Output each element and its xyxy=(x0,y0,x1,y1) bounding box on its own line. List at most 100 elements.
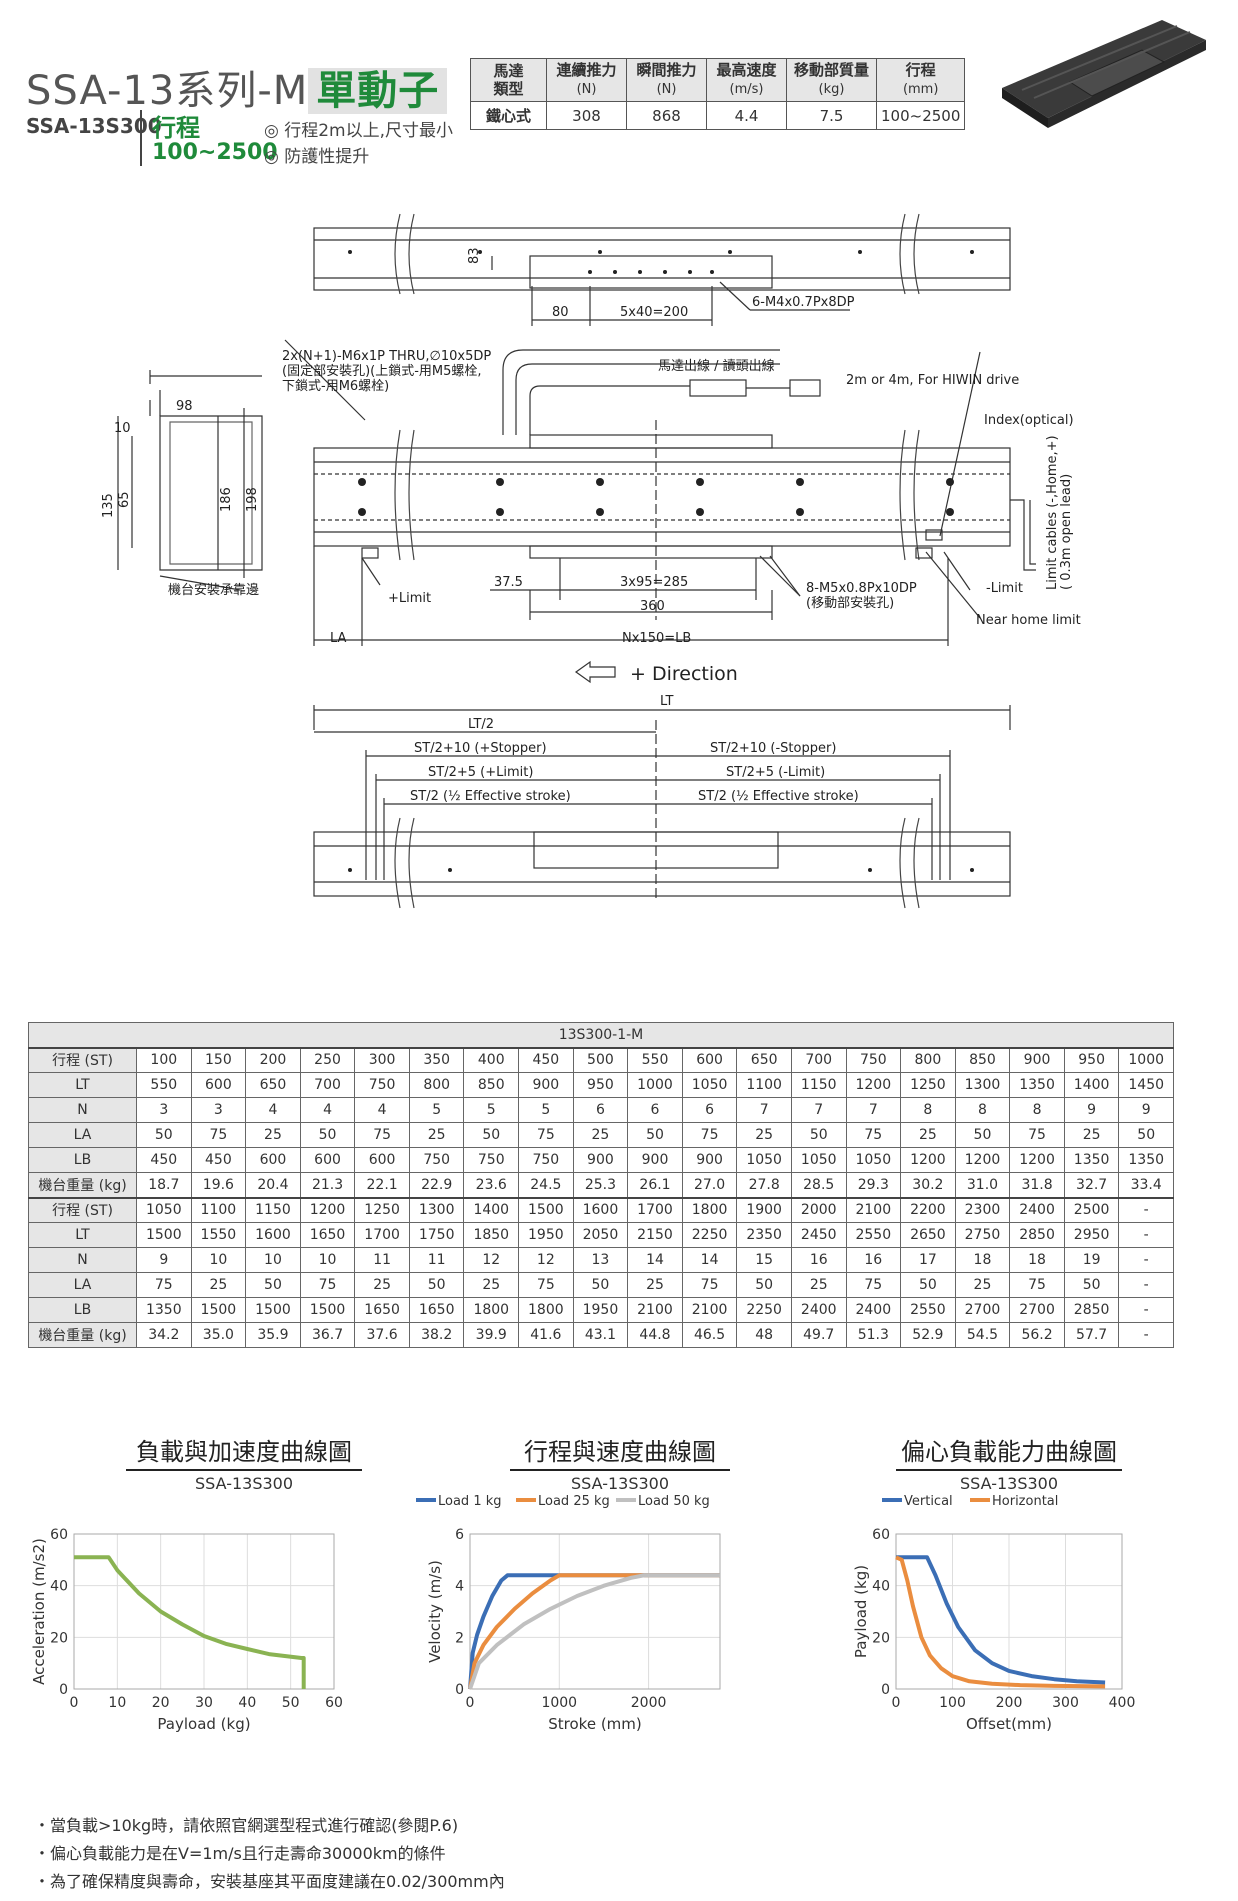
table-cell: 2000 xyxy=(790,1196,847,1223)
table-cell: 52.9 xyxy=(900,1322,956,1348)
table-cell: 1650 xyxy=(354,1297,410,1323)
table-cell: 75 xyxy=(1009,1122,1065,1148)
row-label: N xyxy=(28,1247,137,1273)
series-line xyxy=(896,1555,1106,1685)
table-cell: 7 xyxy=(845,1097,902,1123)
table-cell: 50 xyxy=(1063,1272,1120,1298)
table-cell: 1950 xyxy=(518,1222,574,1248)
table-cell: 1200 xyxy=(299,1196,356,1223)
effective-minus: ST/2 (½ Effective stroke) xyxy=(698,789,859,804)
table-cell: 650 xyxy=(736,1046,792,1073)
table-cell: 7 xyxy=(790,1097,847,1123)
table-cell: 7 xyxy=(736,1097,792,1123)
table-cell: 1700 xyxy=(354,1222,410,1248)
chart-velocity-subtitle: SSA-13S300 xyxy=(570,1474,670,1493)
table-cell: 1000 xyxy=(1118,1046,1174,1073)
table-cell: 600 xyxy=(245,1147,301,1173)
dim-lt: LT xyxy=(660,694,673,709)
table-cell: 1850 xyxy=(463,1222,520,1248)
table-cell: 800 xyxy=(408,1072,465,1098)
y-tick-label: 40 xyxy=(50,1579,68,1595)
dim-65: 65 xyxy=(117,491,132,508)
table-cell: 800 xyxy=(900,1046,956,1073)
table-cell: 1350 xyxy=(1118,1147,1174,1173)
table-cell: 650 xyxy=(245,1072,301,1098)
table-cell: 450 xyxy=(136,1147,192,1173)
table-cell: 54.5 xyxy=(954,1322,1011,1348)
table-cell: 16 xyxy=(790,1247,847,1273)
table-cell: 75 xyxy=(518,1272,574,1298)
dim-3x95: 3x95=285 xyxy=(620,575,688,590)
table-cell: - xyxy=(1118,1247,1174,1273)
row-label: LT xyxy=(28,1222,137,1248)
x-tick-label: 40 xyxy=(238,1695,256,1711)
table-cell: 250 xyxy=(299,1046,356,1073)
table-cell: 1500 xyxy=(245,1297,301,1323)
table-cell: 1650 xyxy=(408,1297,465,1323)
y-tick-label: 2 xyxy=(455,1630,464,1646)
table-cell: 2450 xyxy=(790,1222,847,1248)
series-line xyxy=(468,1573,720,1690)
plus-limit-label: +Limit xyxy=(388,591,431,606)
row-label: LB xyxy=(28,1147,137,1173)
table-cell: 100 xyxy=(136,1046,192,1073)
table-cell: 20.4 xyxy=(245,1172,301,1198)
table-cell: 75 xyxy=(190,1122,247,1148)
x-tick-label: 1000 xyxy=(541,1695,577,1711)
table-cell: 25 xyxy=(954,1272,1011,1298)
table-cell: 27.0 xyxy=(681,1172,738,1198)
table-cell: 11 xyxy=(408,1247,465,1273)
table-cell: 1150 xyxy=(790,1072,847,1098)
table-cell: 1100 xyxy=(190,1196,247,1223)
table-cell: 14 xyxy=(627,1247,683,1273)
table-cell: 2350 xyxy=(736,1222,792,1248)
table-cell: 75 xyxy=(299,1272,356,1298)
table-cell: 2850 xyxy=(1009,1222,1065,1248)
table-cell: 25 xyxy=(627,1272,683,1298)
table-cell: 41.6 xyxy=(518,1322,574,1348)
chart-accel-title: 負載與加速度曲線圖 xyxy=(126,1432,362,1471)
table-cell: 50 xyxy=(299,1122,356,1148)
table-cell: 1150 xyxy=(245,1196,301,1223)
table-cell: 1050 xyxy=(136,1196,192,1223)
legend-label: Horizontal xyxy=(992,1494,1058,1509)
chart-offset-subtitle: SSA-13S300 xyxy=(959,1474,1059,1493)
table-cell: 2750 xyxy=(954,1222,1011,1248)
table-cell: 8 xyxy=(900,1097,956,1123)
table-cell: 44.8 xyxy=(627,1322,683,1348)
table-cell: 950 xyxy=(1063,1046,1120,1073)
table-cell: 8 xyxy=(1009,1097,1065,1123)
table-cell: 1350 xyxy=(136,1297,192,1323)
x-tick-label: 20 xyxy=(152,1695,170,1711)
table-cell: - xyxy=(1118,1297,1174,1323)
table-cell: 27.8 xyxy=(736,1172,792,1198)
table-cell: 1550 xyxy=(190,1222,247,1248)
table-cell: 75 xyxy=(681,1122,738,1148)
table-cell: 2500 xyxy=(1063,1196,1120,1223)
y-tick-label: 6 xyxy=(455,1527,464,1543)
table-cell: 2250 xyxy=(681,1222,738,1248)
table-cell: 850 xyxy=(463,1072,520,1098)
table-cell: 34.2 xyxy=(136,1322,192,1348)
table-cell: 50 xyxy=(572,1272,629,1298)
dim-10: 10 xyxy=(114,421,131,436)
legend-label: Vertical xyxy=(904,1494,953,1509)
cable-note: 馬達出線 / 讀頭出線 xyxy=(658,358,775,374)
table-cell: 450 xyxy=(190,1147,247,1173)
dim-135: 135 xyxy=(101,493,116,518)
header-divider xyxy=(140,110,142,166)
y-tick-label: 20 xyxy=(872,1630,890,1646)
table-cell: 18 xyxy=(954,1247,1011,1273)
table-cell: 1300 xyxy=(954,1072,1011,1098)
series-highlight: 單動子 xyxy=(308,68,448,114)
x-tick-label: 2000 xyxy=(631,1695,667,1711)
plot-frame xyxy=(73,1533,335,1690)
table-cell: 15 xyxy=(736,1247,792,1273)
mount-note-1: 2x(N+1)-M6x1P THRU,∅10x5DP xyxy=(282,349,491,364)
